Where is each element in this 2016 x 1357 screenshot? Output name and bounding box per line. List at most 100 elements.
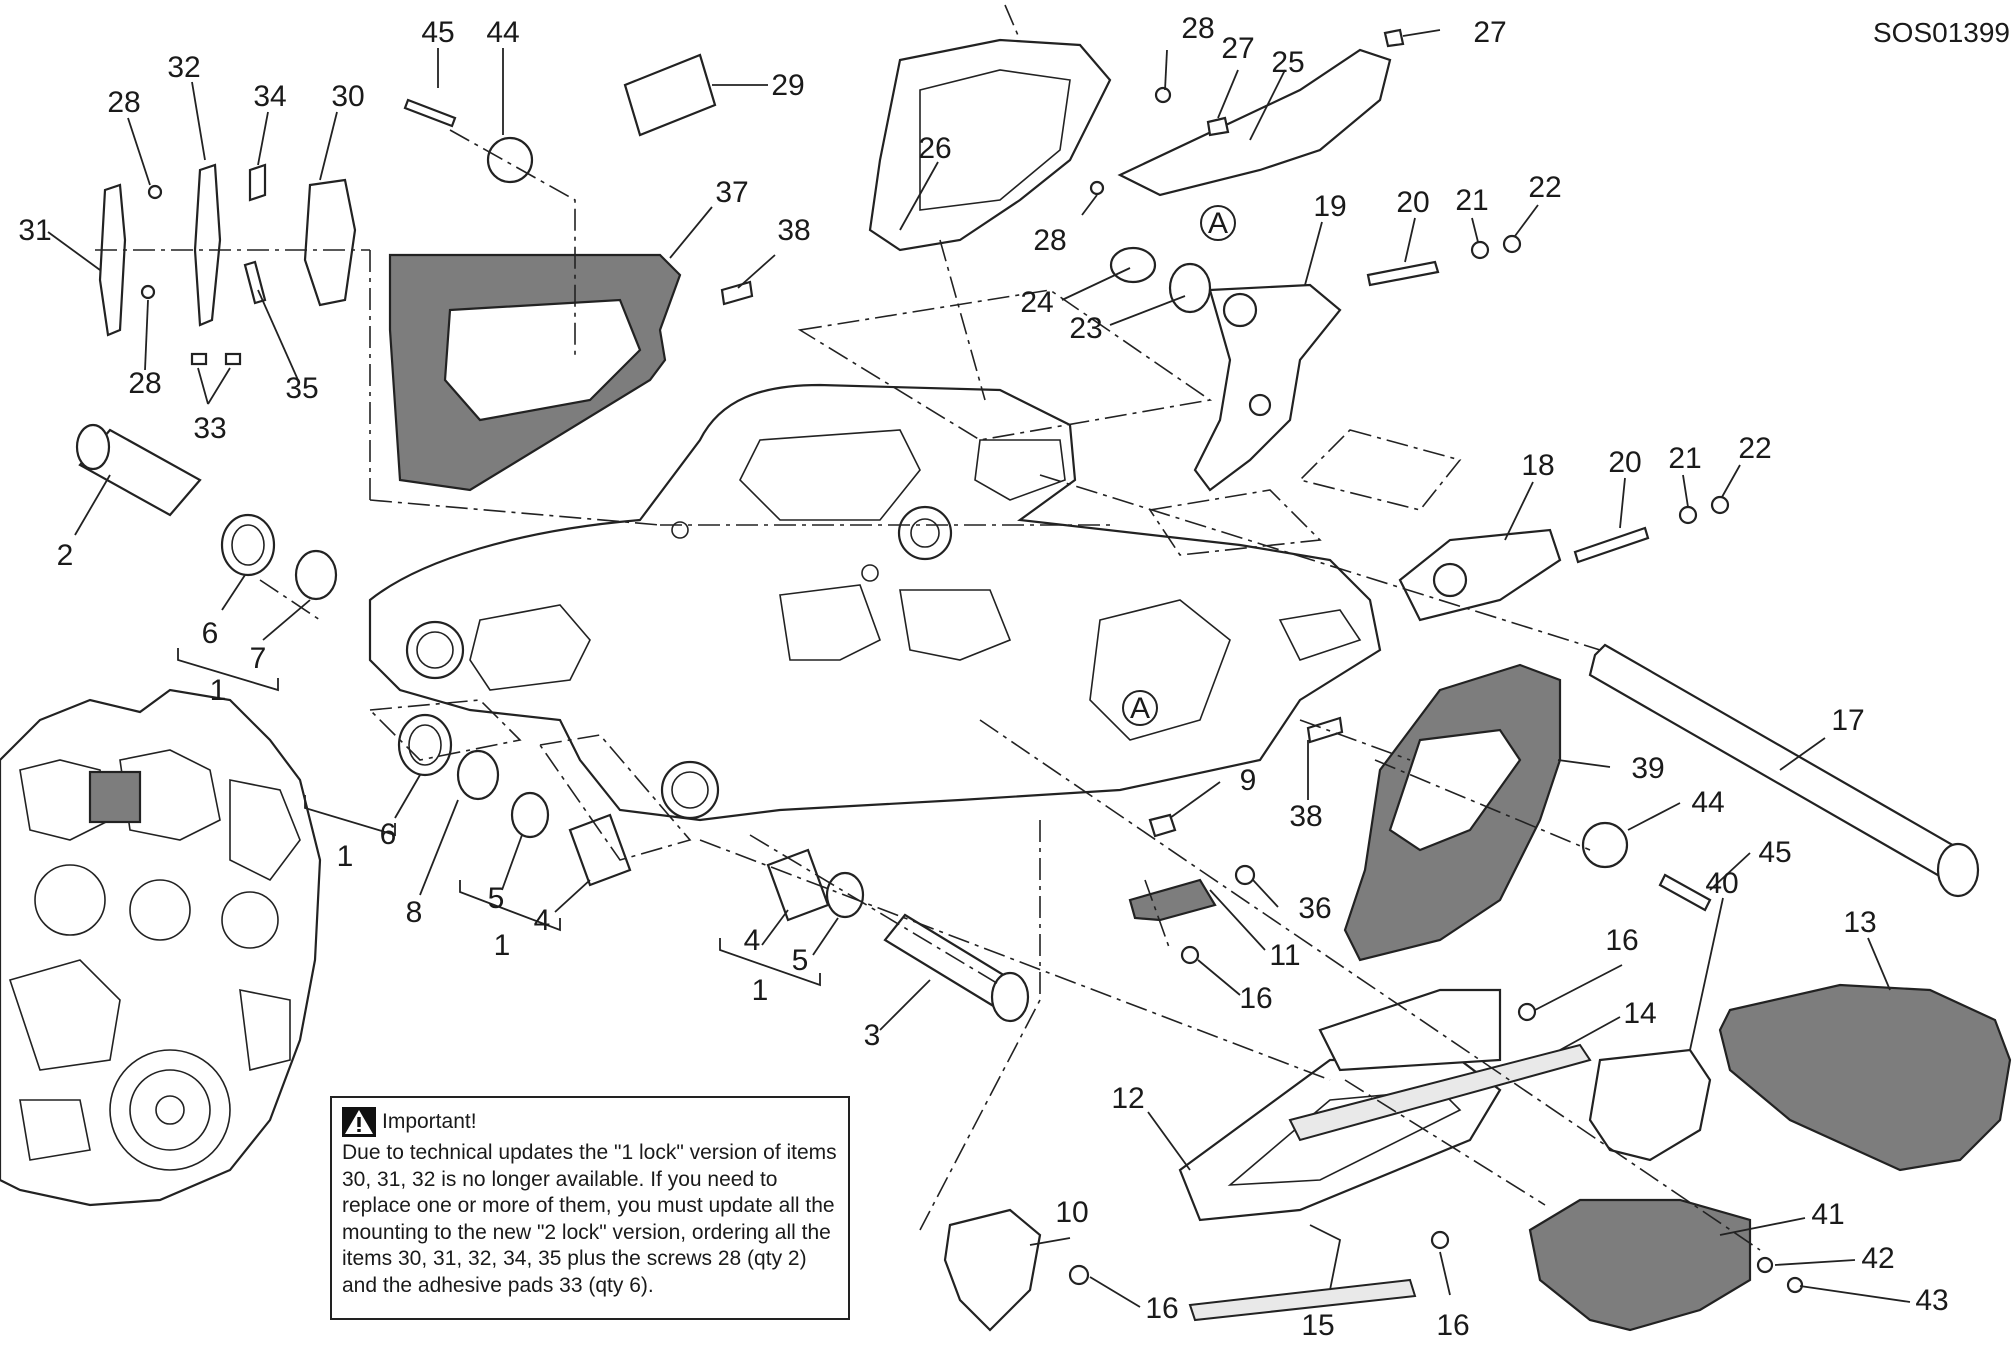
screw-16a [1180,945,1200,965]
fitting-9 [1148,813,1177,838]
bracket-19 [1193,283,1342,492]
callout-15: 15 [1301,1309,1334,1342]
callout-16: 16 [1436,1309,1469,1342]
callout-28: 28 [107,86,140,119]
strip-14 [1288,1043,1592,1142]
notice-header: Important! [342,1106,838,1138]
callout-43: 43 [1915,1284,1948,1317]
callout-20: 20 [1608,446,1641,479]
bearing-4 [568,813,632,887]
pad-33b [224,352,242,366]
assembly-lines [95,4,1761,1251]
cover-10 [943,1208,1042,1332]
chain-bracket [1318,988,1502,1072]
bolt-28d [140,284,156,300]
callout-2: 2 [57,539,74,572]
callout-31: 31 [18,214,51,247]
callout-19: 19 [1313,190,1346,223]
notice-title: Important! [382,1109,477,1133]
callout-labels: SOS01399 45 44 28 32 34 30 31 28 33 35 2… [18,12,2010,1342]
callout-1: 1 [210,674,227,707]
clip-27a [1206,116,1230,137]
washer-21b [1678,505,1698,525]
bolt-45 [403,98,457,128]
chain-guard-13 [1718,983,2012,1172]
seal-5 [510,791,550,839]
svg-text:A: A [1208,207,1228,240]
bolt-20a [1366,260,1440,287]
callout-22: 22 [1528,171,1561,204]
callout-5: 5 [488,882,505,915]
callout-29: 29 [771,69,804,102]
callout-16: 16 [1239,982,1272,1015]
callout-28: 28 [1033,224,1066,257]
bracket-18 [1398,528,1562,622]
callout-3: 3 [864,1019,881,1052]
bolt-45b [1658,873,1712,912]
callout-4: 4 [744,924,761,957]
callout-16: 16 [1605,924,1638,957]
callout-38: 38 [1289,800,1322,833]
clip-27b [1383,28,1405,48]
callout-28: 28 [1181,12,1214,45]
callout-1: 1 [494,929,511,962]
callout-21: 21 [1668,442,1701,475]
callout-8: 8 [406,896,423,929]
callout-34: 34 [253,80,286,113]
callout-37: 37 [715,176,748,209]
spacer-44 [486,136,534,184]
screw-16b [1517,1002,1537,1022]
callout-20: 20 [1396,186,1429,219]
guard-37-window [443,298,642,422]
nut-22a [1502,234,1522,254]
callout-40: 40 [1705,867,1738,900]
callout-1: 1 [752,974,769,1007]
callout-25: 25 [1271,46,1304,79]
warning-triangle-icon [342,1107,376,1137]
callout-27: 27 [1221,32,1254,65]
part-32 [193,163,222,327]
screw-16d [1068,1264,1090,1286]
drawing-code: SOS01399 [1873,17,2010,48]
bracket-25 [1117,48,1392,197]
group-brackets [177,648,821,987]
callout-4: 4 [534,904,551,937]
callout-30: 30 [331,80,364,113]
callout-11: 11 [1269,939,1300,972]
callout-39: 39 [1631,752,1664,785]
callout-13: 13 [1843,906,1876,939]
pad-33a [190,352,208,366]
callout-45: 45 [421,16,454,49]
notice-text: Due to technical updates the "1 lock" ve… [342,1141,837,1297]
leader-lines [47,29,1911,1308]
part-30 [303,178,357,307]
pad-38b [1306,716,1344,744]
callout-45: 45 [1758,836,1791,869]
bracket-26 [868,38,1112,252]
plate-40 [1588,1048,1712,1162]
spacer-44b [1581,821,1629,869]
washer-21a [1470,240,1490,260]
reference-mark-a-1: A [1200,205,1236,241]
callout-7: 7 [250,642,267,675]
callout-6: 6 [202,617,219,650]
cap-36 [1234,864,1256,886]
callout-41: 41 [1811,1198,1844,1231]
callout-36: 36 [1298,892,1331,925]
callout-6: 6 [380,818,397,851]
guard-39-window [1388,728,1522,852]
callout-16: 16 [1145,1292,1178,1325]
callout-9: 9 [1240,764,1257,797]
washer-23 [1168,262,1212,314]
callout-12: 12 [1111,1082,1144,1115]
callout-32: 32 [167,51,200,84]
washer-42 [1756,1256,1774,1274]
callout-18: 18 [1521,449,1554,482]
callout-33: 33 [193,412,226,445]
reference-mark-a-2: A [1122,690,1158,726]
pad-38a [720,280,754,306]
seal-6b [397,713,453,777]
bolt-20b [1573,526,1650,564]
callout-38: 38 [777,214,810,247]
pad-29 [623,53,717,137]
